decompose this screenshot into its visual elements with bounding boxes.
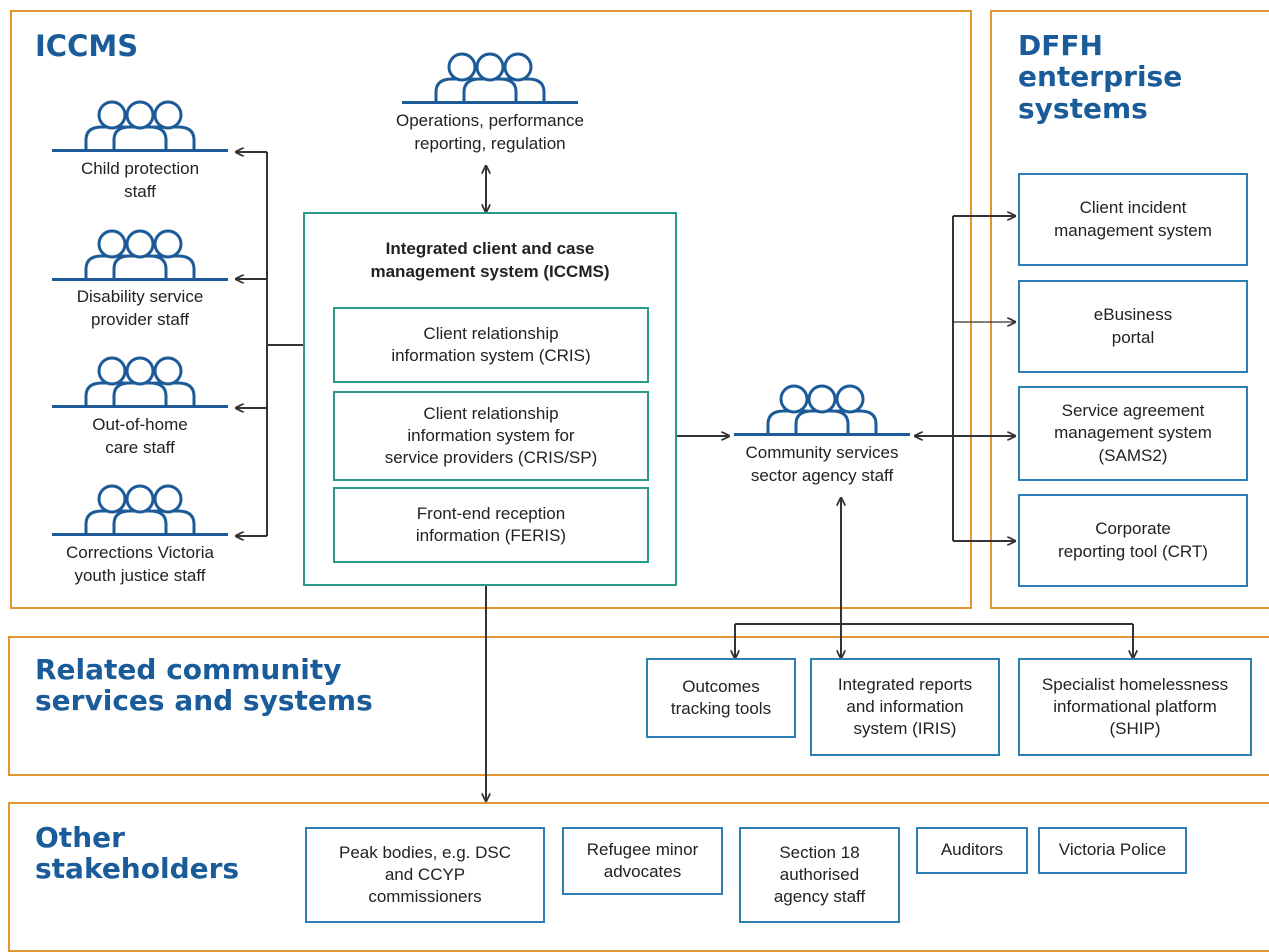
text-line: provider staff <box>91 309 189 329</box>
text-line: sector agency staff <box>750 465 894 485</box>
text-line: Specialist homelessness <box>1041 674 1229 694</box>
dffh-region <box>990 10 1269 609</box>
text-line: systems <box>1018 91 1148 125</box>
text-line: Refugee minor <box>586 839 699 859</box>
text-line: Auditors <box>940 840 1004 860</box>
related-region <box>8 636 1269 776</box>
text-line: information system (CRIS) <box>391 346 591 365</box>
text-line: agency staff <box>773 887 866 907</box>
text-line: youth justice staff <box>74 565 206 585</box>
corrections-staff-label: Corrections Victoria youth justice staff <box>30 542 250 588</box>
text-line: stakeholders <box>35 852 240 886</box>
text-line: Integrated client and case <box>385 239 595 258</box>
text-line: Community services <box>745 443 899 462</box>
text-line: care staff <box>105 437 175 457</box>
text-line: system (IRIS) <box>853 719 957 739</box>
child-protection-staff-label: Child protection staff <box>30 158 250 204</box>
iccms-region-title: ICCMS <box>35 29 139 63</box>
text-line: Other <box>35 821 125 854</box>
community-services-staff-label: Community services sector agency staff <box>712 442 932 488</box>
text-line: tracking tools <box>670 699 772 718</box>
refugee-advocates-box: Refugee minor advocates <box>562 827 723 895</box>
outcomes-tracking-box: Outcomes tracking tools <box>646 658 796 738</box>
text-line: Section 18 <box>779 842 860 862</box>
auditors-box: Auditors <box>916 827 1028 874</box>
text-line: and CCYP <box>384 864 466 884</box>
text-line: Child protection <box>80 159 200 178</box>
people-group-icon <box>52 356 228 408</box>
text-line: advocates <box>603 862 682 881</box>
text-line: enterprise <box>1018 60 1183 94</box>
text-line: reporting tool (CRT) <box>1058 541 1208 561</box>
people-group-icon <box>734 384 910 436</box>
text-line: Outcomes <box>682 676 760 696</box>
text-line: information system for <box>407 425 575 445</box>
out-of-home-staff-label: Out-of-home care staff <box>30 414 250 460</box>
text-line: service providers (CRIS/SP) <box>384 448 598 468</box>
text-line: services and systems <box>35 684 373 718</box>
iccms-region <box>10 10 972 609</box>
people-group-icon <box>52 229 228 281</box>
text-line: staff <box>124 181 156 201</box>
feris-box: Front-end reception information (FERIS) <box>333 487 649 563</box>
text-line: management system (ICCMS) <box>370 261 610 281</box>
text-line: informational platform <box>1053 696 1217 716</box>
text-line: management system <box>1054 220 1212 240</box>
victoria-police-box: Victoria Police <box>1038 827 1187 874</box>
text-line: Related community <box>35 653 342 686</box>
text-line: authorised <box>779 864 860 884</box>
text-line: Victoria Police <box>1058 840 1167 860</box>
text-line: Operations, performance <box>395 111 585 130</box>
text-line: Out-of-home <box>92 415 188 434</box>
operations-staff-label: Operations, performance reporting, regula… <box>360 110 620 156</box>
text-line: management system <box>1054 423 1212 443</box>
text-line: (SHIP) <box>1109 719 1161 739</box>
disability-staff-label: Disability service provider staff <box>30 286 250 332</box>
text-line: Corrections Victoria <box>65 543 215 562</box>
text-line: ICCMS <box>35 29 139 63</box>
text-line: commissioners <box>368 887 482 907</box>
text-line: eBusiness <box>1093 305 1173 325</box>
text-line: Client incident <box>1079 198 1187 218</box>
text-line: Service agreement <box>1061 401 1205 421</box>
text-line: Peak bodies, e.g. DSC <box>339 842 511 862</box>
text-line: Disability service <box>76 287 204 306</box>
text-line: and information <box>846 696 964 716</box>
cris-box: Client relationship information system (C… <box>333 307 649 383</box>
text-line: Corporate <box>1095 519 1171 539</box>
text-line: portal <box>1111 327 1155 347</box>
text-line: Front-end reception <box>416 503 566 523</box>
people-group-icon <box>402 52 578 104</box>
text-line: information (FERIS) <box>415 526 567 545</box>
text-line: (SAMS2) <box>1098 445 1168 465</box>
text-line: Client relationship <box>423 323 559 343</box>
text-line: reporting, regulation <box>414 133 566 153</box>
text-line: Integrated reports <box>837 674 973 694</box>
text-line: Client relationship <box>423 403 559 423</box>
text-line: DFFH <box>1018 29 1103 62</box>
people-group-icon <box>52 484 228 536</box>
people-group-icon <box>52 100 228 152</box>
iccms-system-title: Integrated client and case management sys… <box>303 238 677 284</box>
